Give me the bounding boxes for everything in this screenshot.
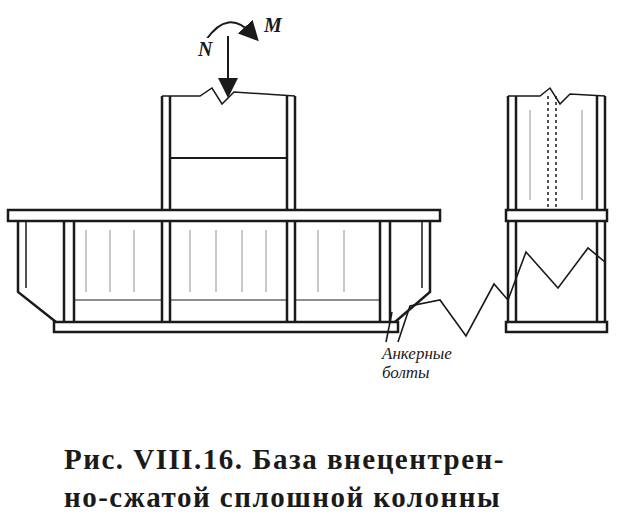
figure-caption: Рис. VIII.16. База внецентрен- но-сжатой… [64,440,511,516]
part-label: Анкерные болты [380,344,468,382]
force-label: N [196,38,214,61]
moment-label: M [262,14,284,37]
